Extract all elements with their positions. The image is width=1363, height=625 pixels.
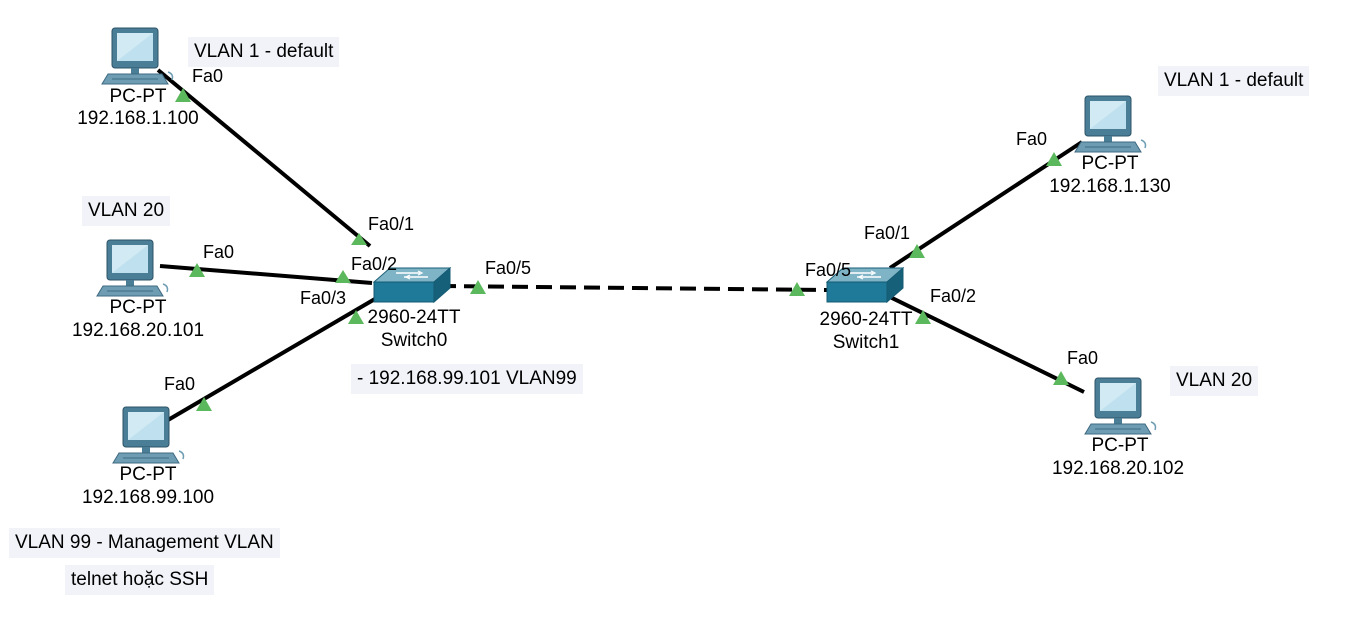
pc2-ip-label: 192.168.99.100 [81, 487, 215, 508]
pc4-ip-label: 192.168.20.102 [1051, 458, 1185, 479]
pc1-ip-label: 192.168.20.101 [71, 320, 205, 341]
note-switch0-ip: - 192.168.99.101 VLAN99 [351, 364, 583, 394]
pc0-model-label: PC-PT [109, 86, 167, 107]
port-status-switch1-fa0-5 [789, 282, 805, 296]
port-label-pc3-fa0: Fa0 [1016, 129, 1048, 149]
port-status-pc2-fa0 [196, 397, 212, 411]
port-label-pc4-fa0: Fa0 [1067, 348, 1099, 368]
switch1-model-label: 2960-24TT [819, 309, 913, 330]
note-mgmt-vlan: VLAN 99 - Management VLAN [9, 528, 280, 558]
pc3-ip-label: 192.168.1.130 [1049, 176, 1171, 197]
port-label-pc2-fa0: Fa0 [164, 374, 196, 394]
note-pc3-vlan: VLAN 1 - default [1158, 66, 1310, 96]
port-label-switch1-fa0-2: Fa0/2 [930, 286, 977, 306]
port-status-pc0-fa0 [175, 88, 191, 102]
port-label-switch1-fa0-5: Fa0/5 [805, 260, 852, 280]
pc1-model-label: PC-PT [109, 297, 167, 318]
port-label-switch0-fa0-2: Fa0/2 [351, 254, 398, 274]
switch0-model-label: 2960-24TT [367, 307, 461, 328]
pc4-model-label: PC-PT [1091, 435, 1149, 456]
port-status-switch1-fa0-2 [915, 310, 931, 324]
link-switch0-switch1[interactable] [439, 284, 829, 292]
switch1-name-label: Switch1 [832, 332, 900, 353]
port-label-switch0-fa0-1: Fa0/1 [368, 214, 415, 234]
link-pc0-switch0[interactable] [156, 68, 372, 248]
port-status-pc1-fa0 [189, 263, 205, 277]
port-label-switch1-fa0-1: Fa0/1 [864, 223, 911, 243]
port-label-pc0-fa0: Fa0 [192, 66, 224, 86]
link-switch1-pc4[interactable] [887, 294, 1085, 394]
pc0-ip-label: 192.168.1.100 [77, 108, 199, 129]
desktop-pc-icon[interactable] [1084, 377, 1157, 435]
port-status-pc4-fa0 [1053, 371, 1069, 385]
port-label-pc1-fa0: Fa0 [203, 242, 235, 262]
port-status-pc3-fa0 [1046, 152, 1062, 166]
port-label-switch0-fa0-3: Fa0/3 [300, 288, 347, 308]
pc2-model-label: PC-PT [119, 464, 177, 485]
port-status-switch0-fa0-5 [470, 280, 486, 294]
note-pc1-vlan: VLAN 20 [82, 196, 171, 226]
switch0-name-label: Switch0 [380, 330, 448, 351]
note-pc4-vlan: VLAN 20 [1170, 366, 1259, 396]
port-status-switch0-fa0-3 [348, 310, 364, 324]
desktop-pc-icon[interactable] [96, 239, 169, 297]
note-mgmt-access: telnet hoặc SSH [65, 565, 215, 595]
port-label-switch0-fa0-5: Fa0/5 [485, 258, 532, 278]
desktop-pc-icon[interactable] [101, 27, 174, 85]
port-status-switch0-fa0-2 [335, 270, 351, 283]
pc3-model-label: PC-PT [1081, 153, 1139, 174]
port-status-switch0-fa0-1 [351, 233, 367, 245]
desktop-pc-icon[interactable] [1074, 95, 1147, 153]
port-status-switch1-fa0-1 [909, 244, 925, 258]
note-pc0-vlan: VLAN 1 - default [188, 37, 340, 67]
